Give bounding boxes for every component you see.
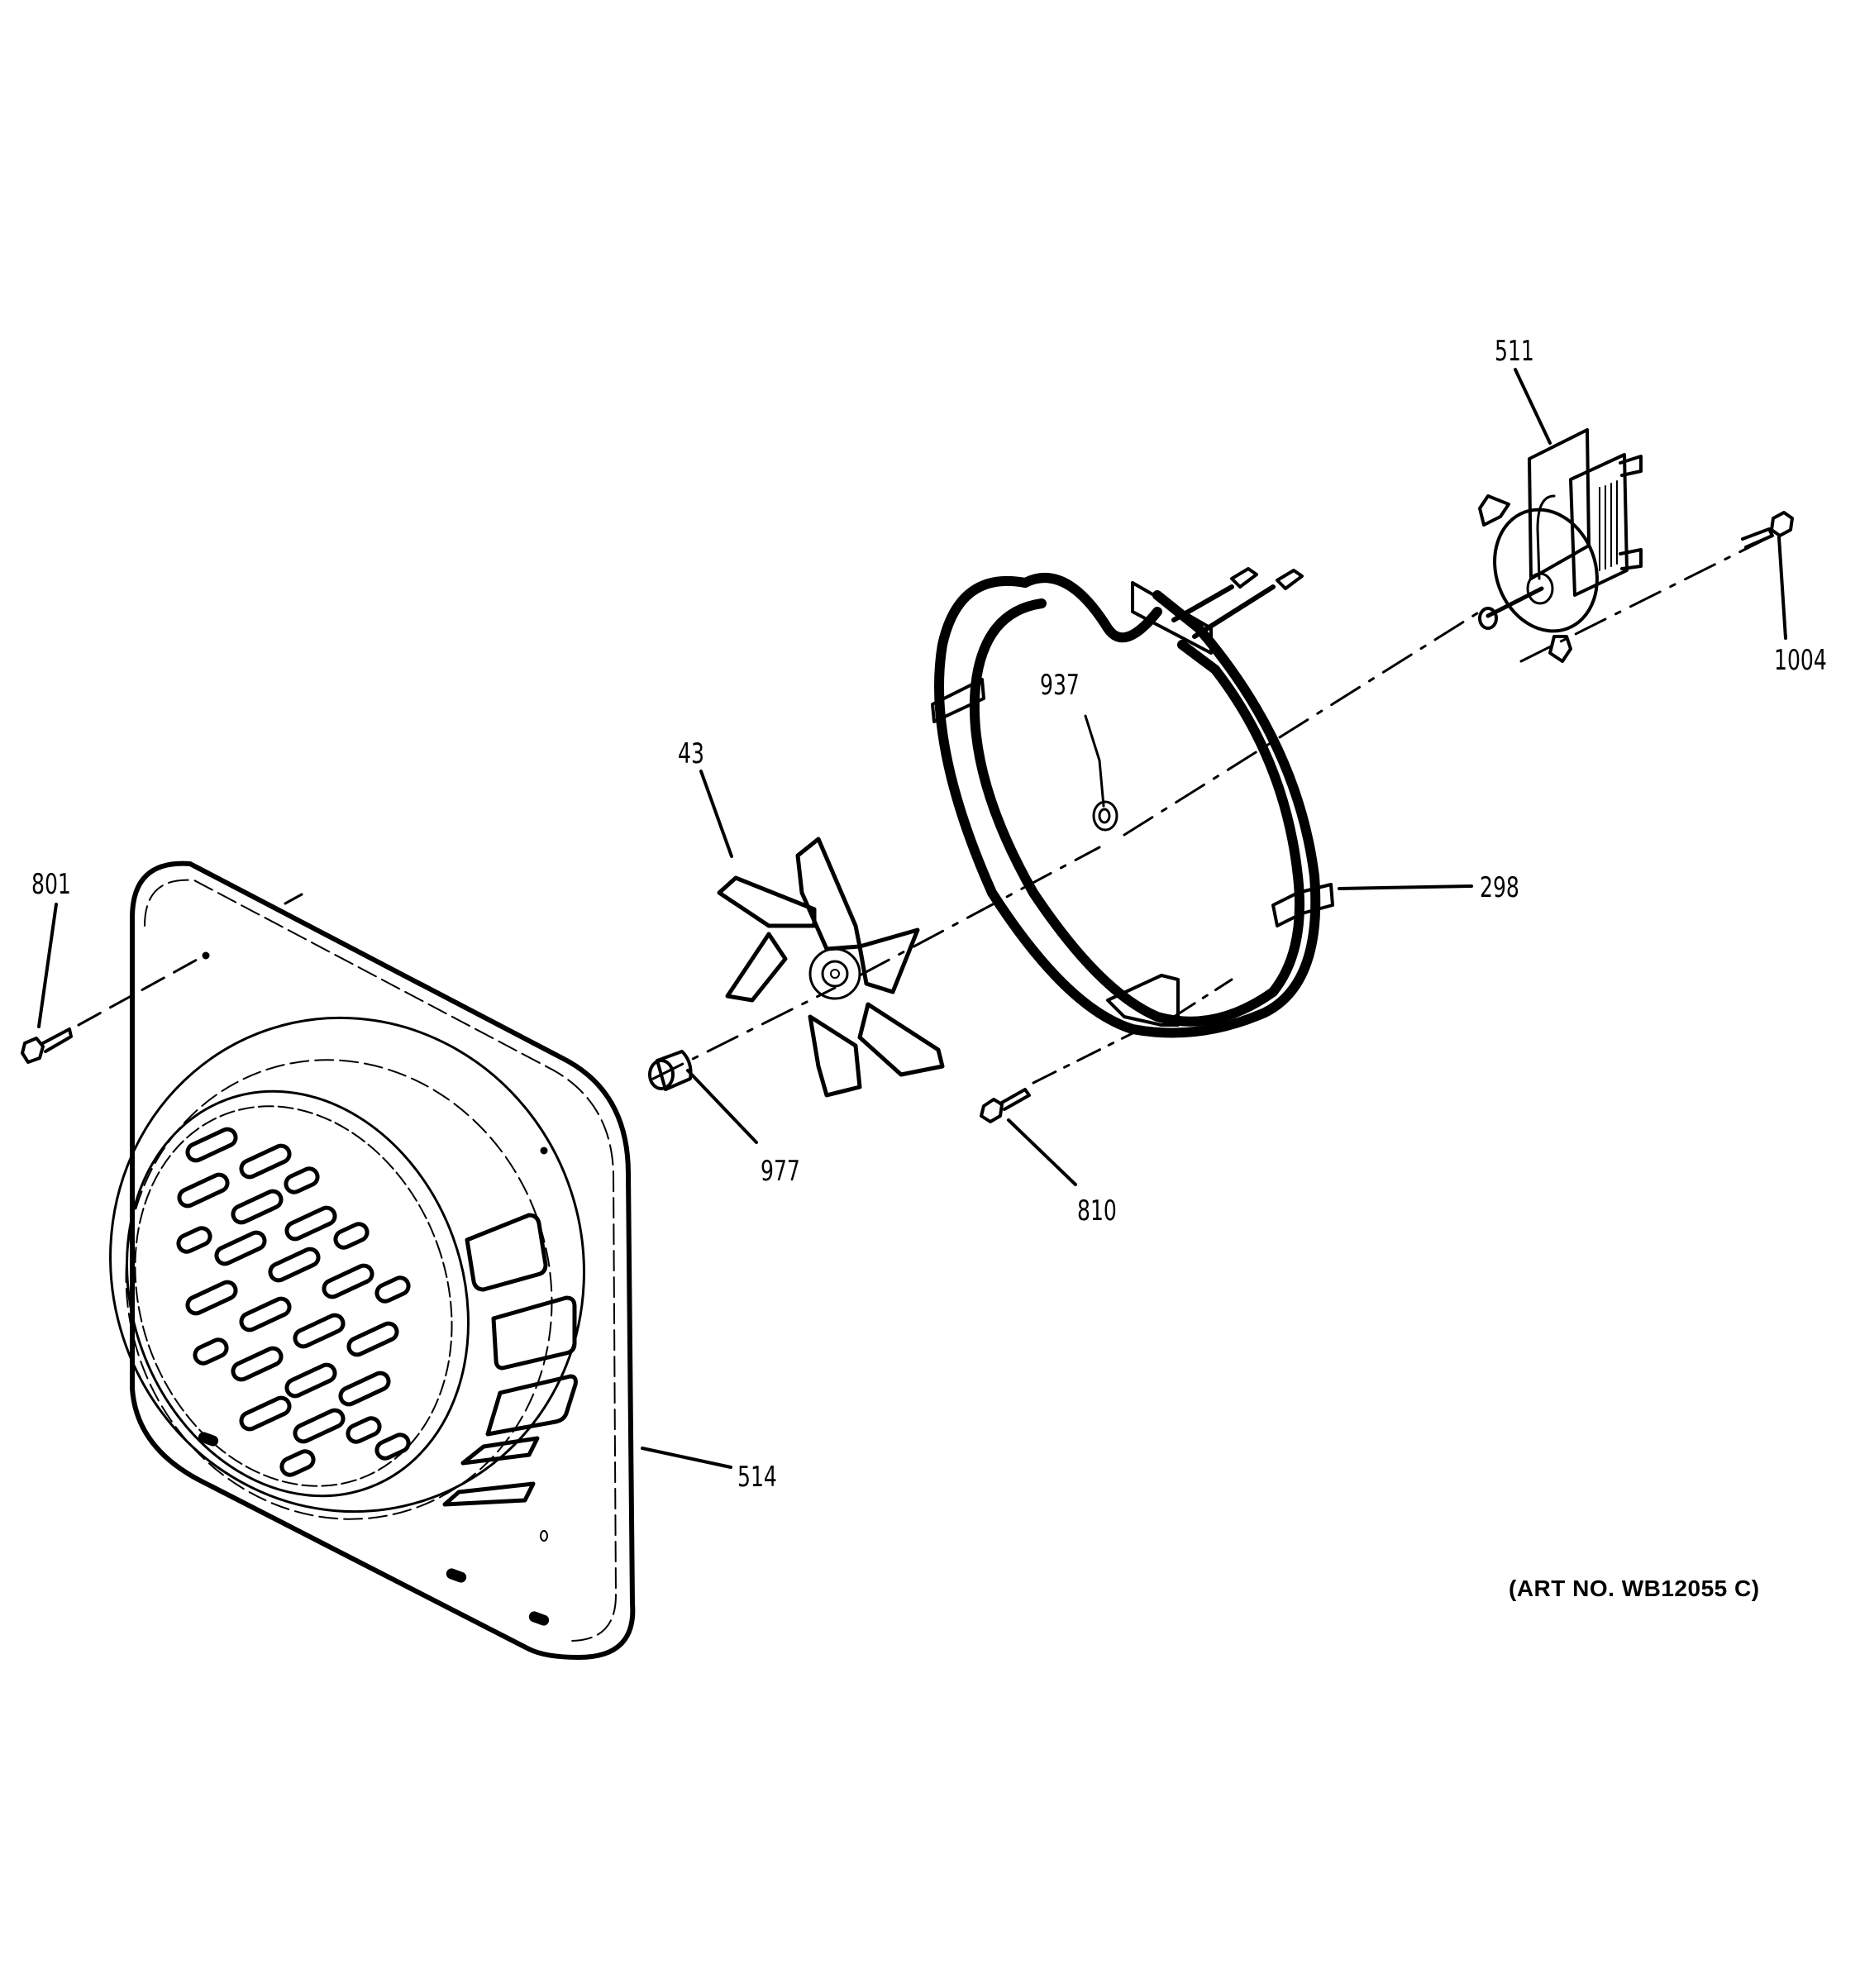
element-clip-bottom [1106, 974, 1180, 1027]
screw-801 [21, 1027, 73, 1064]
nut-977 [648, 1050, 693, 1091]
leader-977 [686, 1069, 758, 1144]
screw-axis-line-810 [1032, 978, 1233, 1085]
screw-810 [980, 1088, 1031, 1123]
screw-1004 [1741, 511, 1794, 549]
fan-blade-43 [717, 837, 945, 1098]
part-label-977: 977 [761, 1155, 800, 1188]
washer-937 [1092, 800, 1118, 832]
leader-801 [37, 903, 58, 1028]
leader-lines [37, 368, 1787, 1469]
part-label-43: 43 [678, 737, 704, 770]
screw-axis-line-801 [77, 957, 200, 1027]
element-terminal-bracket [1131, 567, 1304, 655]
part-label-514: 514 [737, 1461, 777, 1494]
fan-motor-511 [1478, 428, 1643, 663]
side-vents [442, 1213, 578, 1507]
leader-298 [1338, 884, 1473, 890]
part-label-801: 801 [31, 868, 71, 901]
part-label-937: 937 [1040, 669, 1080, 702]
leader-810 [1007, 1118, 1077, 1186]
leader-1004 [1777, 536, 1787, 640]
leader-937 [1084, 714, 1105, 808]
part-label-511: 511 [1495, 335, 1534, 368]
grille-slots [176, 1127, 411, 1477]
leader-511 [1514, 368, 1552, 445]
part-label-298: 298 [1480, 871, 1519, 904]
heating-element-ring [934, 573, 1321, 1038]
leader-514 [641, 1447, 732, 1469]
element-clip-left [931, 678, 985, 723]
part-label-1004: 1004 [1774, 644, 1827, 677]
art-number: (ART NO. WB12055 C) [1509, 1576, 1760, 1601]
element-clip-298 [1271, 883, 1334, 927]
screw-axis-line-1004 [1519, 536, 1771, 663]
fan-cover-514 [109, 861, 636, 1660]
part-label-810: 810 [1077, 1194, 1117, 1228]
assembly-axis-line [651, 610, 1481, 1080]
leader-43 [699, 770, 733, 858]
